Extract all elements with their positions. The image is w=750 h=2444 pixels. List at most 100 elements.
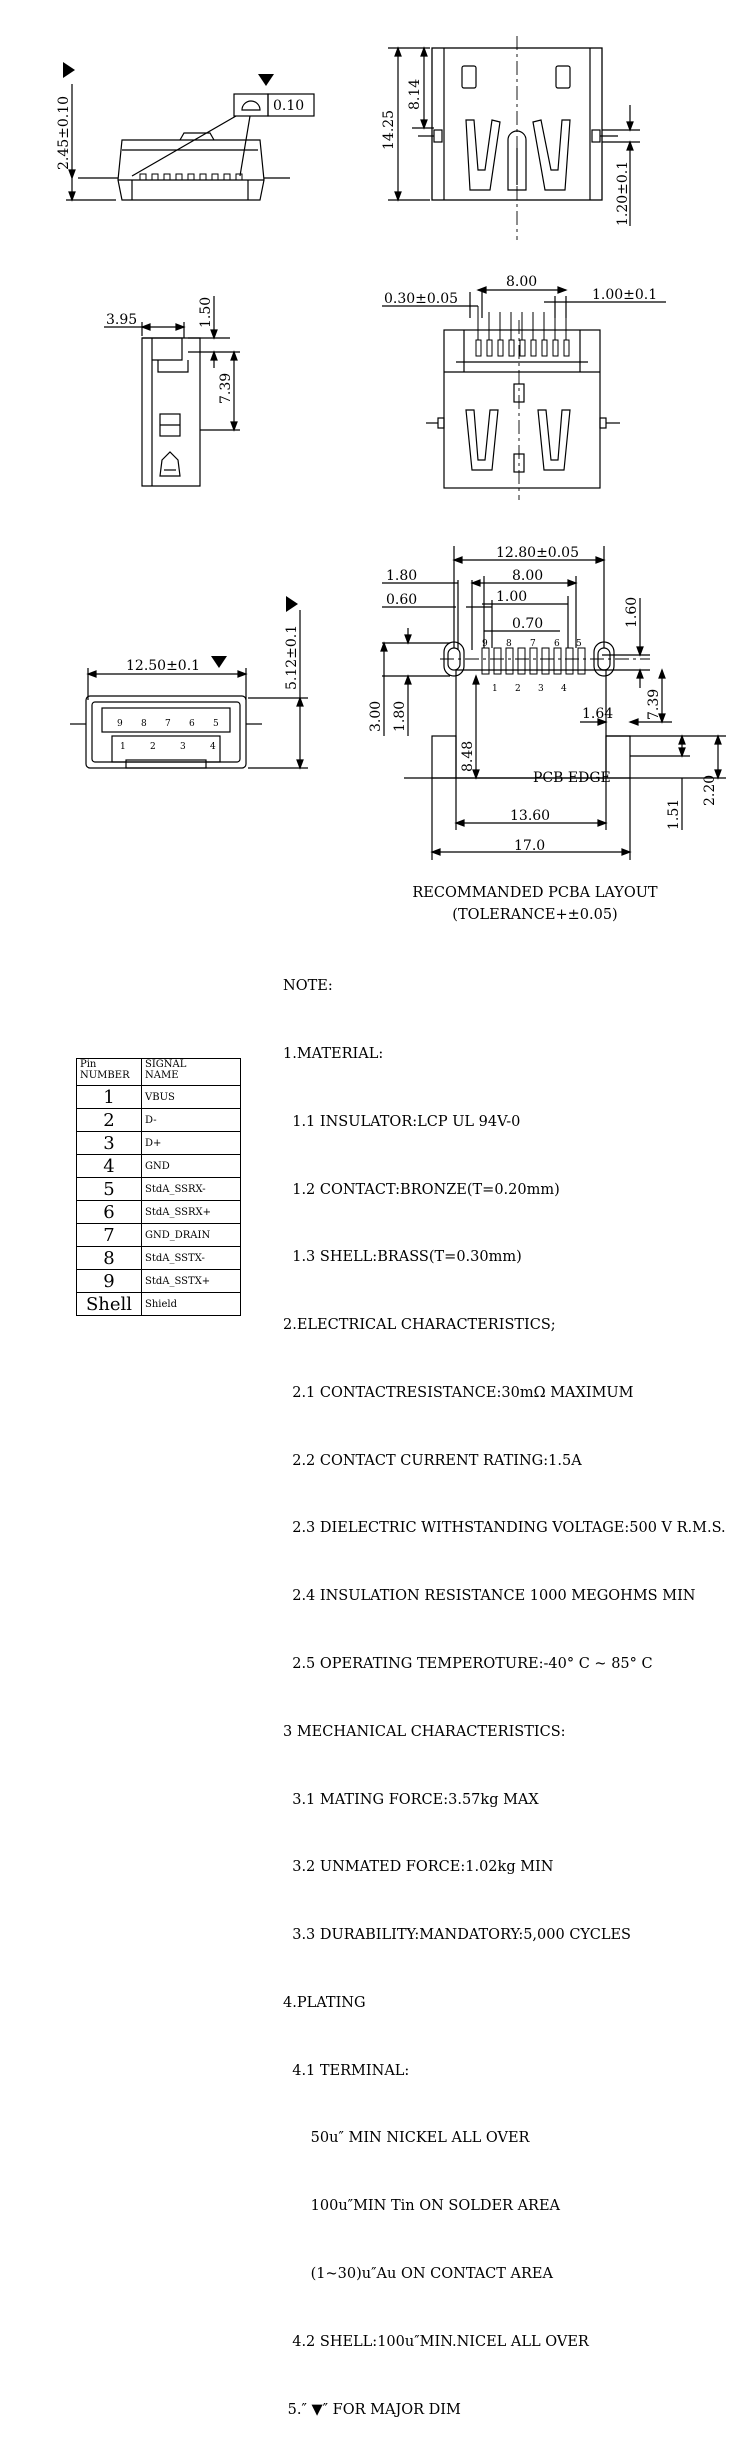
layout-tolerance: (TOLERANCE+±0.05)	[452, 907, 618, 923]
notes-block: NOTE: 1.MATERIAL: 1.1 INSULATOR:LCP UL 9…	[283, 930, 743, 2444]
dim-0-60: 0.60	[386, 592, 417, 608]
pin-number: 1	[76, 1085, 142, 1109]
pcb-pin-label: 9	[482, 639, 488, 649]
front-pin-label: 3	[180, 742, 186, 752]
dim-1-00-pcb: 1.00	[496, 589, 527, 605]
dim-8-48: 8.48	[460, 741, 476, 772]
dim-7-39-side: 7.39	[218, 373, 234, 404]
signal-name: Shield	[141, 1292, 241, 1316]
front-pin-label: 5	[213, 719, 219, 729]
pcb-pin-label: 7	[530, 639, 536, 649]
note-line: NOTE:	[283, 978, 333, 995]
pcb-pin-label: 2	[515, 684, 521, 694]
note-line: 2.5 OPERATING TEMPEROTURE:-40° C ~ 85° C	[283, 1656, 653, 1672]
dim-8-14: 8.14	[407, 79, 423, 110]
note-line: 3.3 DURABILITY:MANDATORY:5,000 CYCLES	[283, 1927, 631, 1944]
pin-number: 8	[76, 1246, 142, 1270]
note-line: 4.PLATING	[283, 1994, 366, 2011]
dim-1-50: 1.50	[198, 297, 214, 328]
dim-7-39-pcb: 7.39	[646, 689, 662, 720]
pcb-pin-label: 5	[576, 639, 582, 649]
top-view	[388, 36, 640, 240]
note-line: 3.1 MATING FORCE:3.57kg MAX	[283, 1791, 539, 1808]
dim-3-95: 3.95	[106, 312, 137, 328]
front-pin-label: 6	[189, 719, 195, 729]
header-pin-line: Pin	[80, 1059, 97, 1070]
note-line: 50u″ MIN NICKEL ALL OVER	[283, 2130, 530, 2147]
pin-number: 7	[76, 1223, 142, 1247]
pin-number: 9	[76, 1269, 142, 1293]
note-line: (1~30)u″Au ON CONTACT AREA	[283, 2266, 553, 2283]
technical-drawing: 9 8 7 6 5 1 2 3 4	[56, 36, 726, 860]
side-view-left	[104, 296, 240, 487]
dim-1-51: 1.51	[666, 799, 682, 830]
signal-name: StdA_SSTX+	[141, 1269, 241, 1293]
note-line: 2.3 DIELECTRIC WITHSTANDING VOLTAGE:500 …	[283, 1520, 726, 1537]
dim-1-80-top: 1.80	[386, 568, 417, 584]
dim-1-80-side: 1.80	[392, 701, 408, 732]
dim-1-60: 1.60	[624, 597, 640, 628]
bottom-view	[382, 286, 666, 500]
signal-name: StdA_SSRX-	[141, 1177, 241, 1201]
signal-name: D+	[141, 1131, 241, 1155]
dim-2-45: 2.45±0.10	[56, 96, 72, 170]
note-line: 4.1 TERMINAL:	[283, 2062, 410, 2079]
signal-name: VBUS	[141, 1085, 241, 1109]
signal-name: GND_DRAIN	[141, 1223, 241, 1247]
header-signal-line: SIGNAL	[145, 1059, 187, 1070]
note-line: 2.1 CONTACTRESISTANCE:30mΩ MAXIMUM	[283, 1384, 634, 1401]
note-line: 3.2 UNMATED FORCE:1.02kg MIN	[283, 1859, 554, 1876]
pin-number: 2	[76, 1108, 142, 1132]
pin-number: 5	[76, 1177, 142, 1201]
pin-number: 6	[76, 1200, 142, 1224]
dim-flatness: 0.10	[273, 98, 304, 114]
front-pin-label: 4	[210, 742, 216, 752]
pin-number: Shell	[76, 1292, 142, 1316]
pcb-pin-label: 4	[561, 684, 567, 694]
dim-14-25: 14.25	[381, 110, 397, 150]
pcb-pin-label: 6	[554, 639, 560, 649]
pcb-layout: 9 8 7 6 5 1 2 3 4	[380, 546, 726, 860]
pcb-pin-label: 8	[506, 639, 512, 649]
dim-2-20: 2.20	[702, 775, 718, 806]
dim-0-70: 0.70	[512, 616, 543, 632]
side-view-top	[63, 62, 315, 202]
note-line: 2.2 CONTACT CURRENT RATING:1.5A	[283, 1452, 582, 1469]
pcb-edge-label: PCB EDGE	[533, 770, 611, 786]
dim-0-30: 0.30±0.05	[384, 291, 458, 307]
dim-3-00: 3.00	[368, 701, 384, 732]
pin-number: 4	[76, 1154, 142, 1178]
note-line: 1.2 CONTACT:BRONZE(T=0.20mm)	[283, 1181, 560, 1198]
dim-1-00-bottom: 1.00±0.1	[592, 287, 657, 303]
front-view: 9 8 7 6 5 1 2 3 4	[70, 596, 308, 770]
front-pin-label: 1	[120, 742, 126, 752]
note-line: 2.ELECTRICAL CHARACTERISTICS;	[283, 1317, 556, 1334]
note-line: 1.MATERIAL:	[283, 1045, 384, 1062]
dim-12-80: 12.80±0.05	[496, 545, 579, 561]
dim-1-20: 1.20±0.1	[615, 161, 631, 226]
pcb-pin-label: 1	[492, 684, 498, 694]
header-signal-line: NAME	[145, 1070, 179, 1081]
note-line: 5.″ ▼″ FOR MAJOR DIM	[283, 2401, 461, 2418]
layout-title: RECOMMANDED PCBA LAYOUT	[412, 885, 658, 901]
dim-12-50: 12.50±0.1	[126, 658, 200, 674]
front-pin-label: 7	[165, 719, 171, 729]
note-line: 1.1 INSULATOR:LCP UL 94V-0	[283, 1113, 521, 1130]
dim-13-60: 13.60	[510, 808, 550, 824]
pcb-pin-label: 3	[538, 684, 544, 694]
signal-name: StdA_SSRX+	[141, 1200, 241, 1224]
note-line: 4.2 SHELL:100u″MIN.NICEL ALL OVER	[283, 2333, 589, 2350]
front-pin-label: 8	[141, 719, 147, 729]
note-line: 2.4 INSULATION RESISTANCE 1000 MEGOHMS M…	[283, 1588, 696, 1605]
